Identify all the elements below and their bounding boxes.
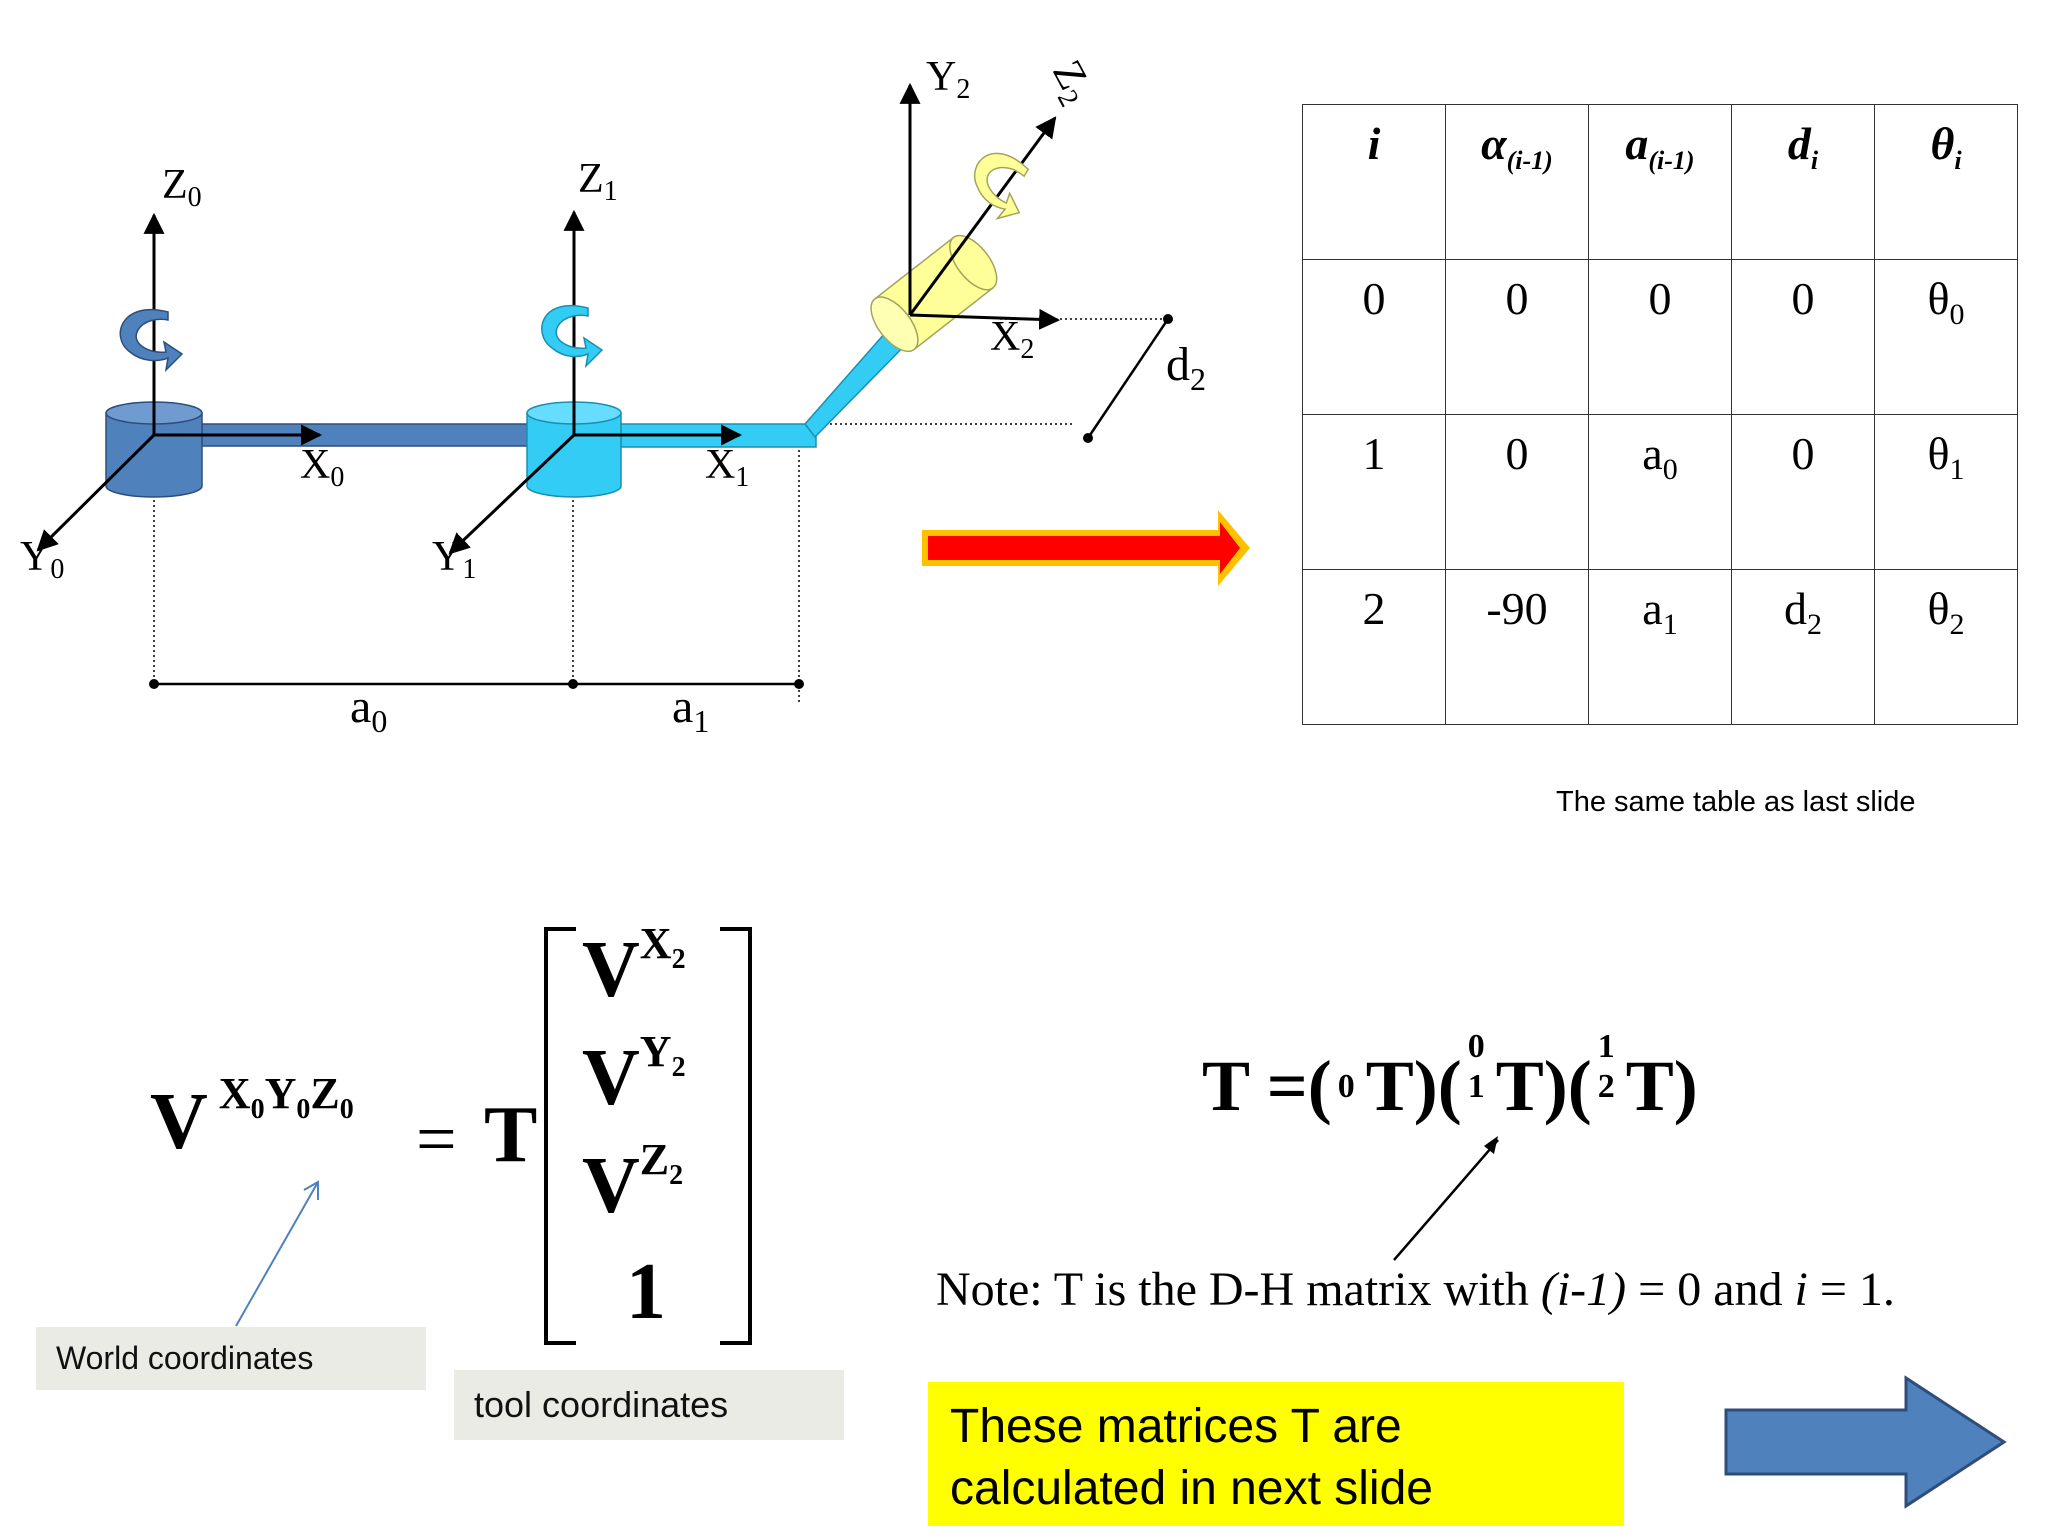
header-a: a(i-1) [1588, 104, 1732, 260]
z1-label: Z1 [578, 156, 618, 207]
matrix-brackets [544, 927, 752, 1345]
table-cell: 1 [1302, 414, 1446, 570]
table-cell: θ2 [1874, 569, 2018, 725]
a1-label: a1 [672, 680, 709, 739]
tool-vector-x: VX2 [582, 919, 686, 1014]
table-cell: θ1 [1874, 414, 2018, 570]
table-cell: 0 [1445, 414, 1589, 570]
table-caption: The same table as last slide [1556, 786, 1916, 818]
frame-0-axes [36, 212, 323, 552]
table-cell: 0 [1445, 259, 1589, 415]
rotation-arrow-joint-2 [974, 152, 1030, 220]
note-arrow [1393, 1136, 1499, 1261]
table-row: 1 0 a0 0 θ1 [1302, 414, 2018, 570]
frame-1-axes [448, 209, 743, 555]
table-cell: 0 [1731, 259, 1875, 415]
world-annotation-arrow [235, 1180, 319, 1327]
table-cell: a1 [1588, 569, 1732, 725]
table-cell: 0 [1731, 414, 1875, 570]
dh-parameter-table: i α(i-1) a(i-1) di θi 0 0 0 0 θ0 1 0 a0 … [1302, 104, 2018, 725]
z0-label: Z0 [162, 162, 202, 213]
table-row: 0 0 0 0 θ0 [1302, 259, 2018, 415]
tool-coordinates-label: tool coordinates [454, 1370, 844, 1440]
x1-label: X1 [705, 442, 749, 493]
x0-label: X0 [300, 442, 344, 493]
dimension-line-d2 [1083, 314, 1173, 443]
transform-t: T [484, 1091, 538, 1179]
callout-line-2: calculated in next slide [950, 1462, 1433, 1515]
x2-label: X2 [990, 314, 1034, 365]
callout-line-1: These matrices T are [950, 1400, 1402, 1453]
world-coordinates-label: World coordinates [36, 1327, 426, 1390]
header-alpha: α(i-1) [1445, 104, 1589, 260]
red-arrow [922, 510, 1250, 586]
robot-arm-diagram: Z0 X0 Y0 Z1 X1 Y1 Y2 Z2 X2 d2 a0 a1 [20, 53, 1250, 739]
header-d: di [1731, 104, 1875, 260]
table-header-row: i α(i-1) a(i-1) di θi [1302, 104, 2018, 260]
table-row: 2 -90 a1 d2 θ2 [1302, 569, 2018, 725]
tool-vector-z: VZ2 [582, 1135, 684, 1230]
table-cell: -90 [1445, 569, 1589, 725]
world-vector: V X0Y0Z0 [150, 1069, 354, 1166]
rotation-arrow-joint-0 [119, 309, 184, 373]
y0-label: Y0 [20, 534, 64, 585]
table-cell: a0 [1588, 414, 1732, 570]
table-cell: d2 [1731, 569, 1875, 725]
frame-2-axes [899, 82, 1061, 330]
header-i: i [1302, 104, 1446, 260]
rotation-arrow-joint-1 [541, 305, 604, 369]
z2-label: Z2 [1039, 53, 1103, 112]
next-slide-arrow[interactable] [1720, 1372, 2010, 1512]
table-cell: 2 [1302, 569, 1446, 725]
table-cell: θ0 [1874, 259, 2018, 415]
a0-label: a0 [350, 680, 387, 739]
y1-label: Y1 [432, 534, 476, 585]
table-cell: 0 [1302, 259, 1446, 415]
tool-vector-y: VY2 [582, 1027, 686, 1122]
header-theta: θi [1874, 104, 2018, 260]
note-text: Note: T is the D-H matrix with (i-1) = 0… [936, 1263, 1895, 1316]
d2-label: d2 [1166, 338, 1206, 397]
equals-sign: = [416, 1099, 457, 1179]
next-slide-callout: These matrices T are calculated in next … [928, 1382, 1624, 1526]
y2-label: Y2 [926, 54, 970, 105]
table-cell: 0 [1588, 259, 1732, 415]
tool-vector-one: 1 [626, 1248, 666, 1336]
dimension-line-a [149, 679, 804, 689]
joint-2-cylinder [870, 234, 998, 353]
